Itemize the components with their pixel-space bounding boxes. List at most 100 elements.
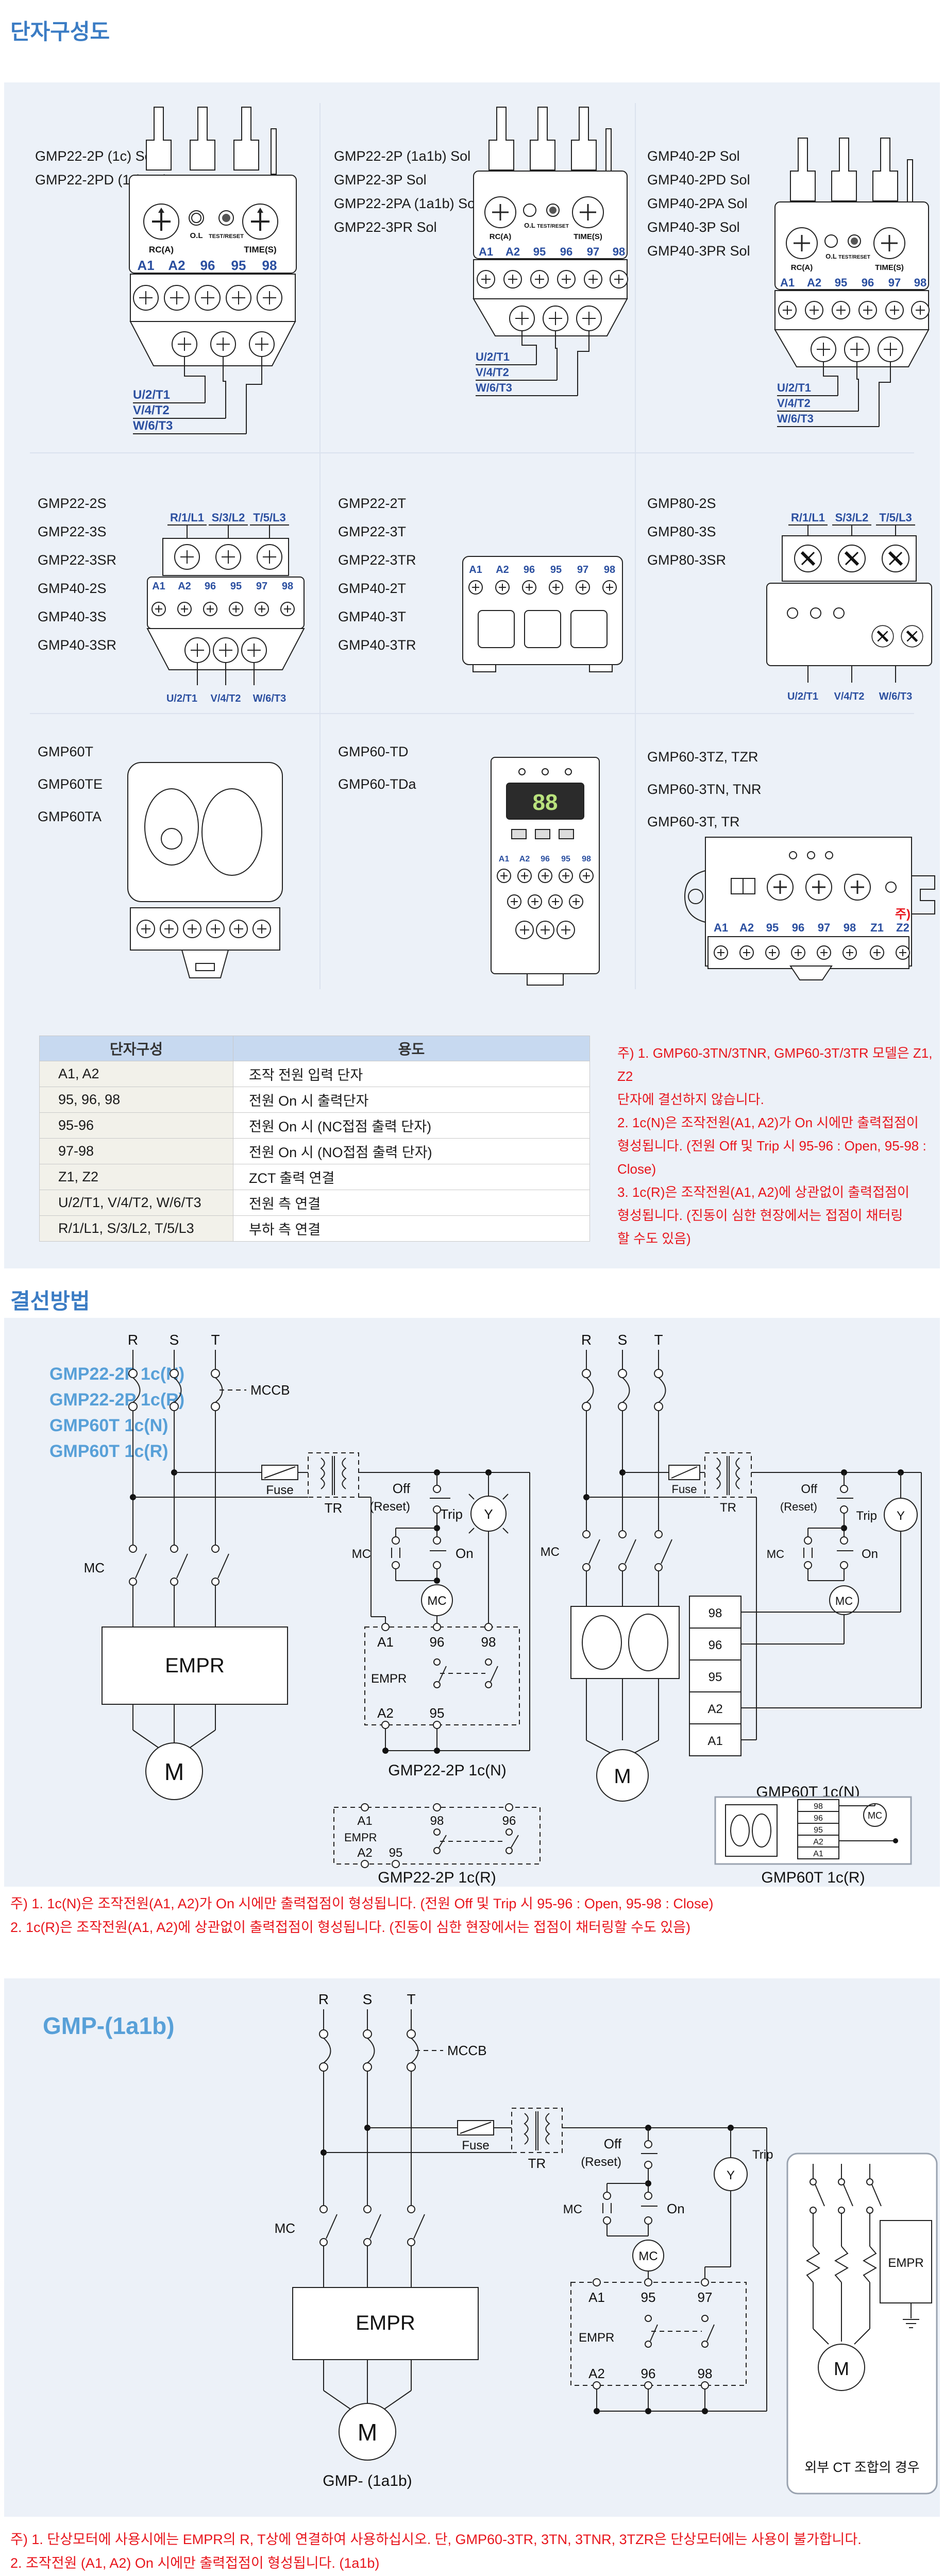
block-terminal-a2: A2 xyxy=(813,1838,823,1846)
blades xyxy=(488,107,612,172)
terminal-label: A2 xyxy=(739,921,754,934)
power-circuit-gmp22: R S T MCCB Fuse TR xyxy=(84,1332,359,1800)
trip-label: Trip xyxy=(856,1509,877,1523)
phase-label-r: R xyxy=(128,1332,138,1348)
line-terminal-leaders xyxy=(788,524,915,536)
box-terminal-98: 98 xyxy=(698,2366,713,2381)
terminal-screws xyxy=(473,259,628,299)
phase-label-t: T xyxy=(211,1332,220,1348)
load-terminal-label: U/2/T1 xyxy=(133,388,170,402)
terminal-note: 주) 1. GMP60-3TN/3TNR, GMP60-3T/3TR 모델은 Z… xyxy=(617,1045,933,1246)
load-terminal-leaders xyxy=(133,357,262,434)
diagram-gmp60t-1cR: 98 96 95 A2 A1 MC xyxy=(714,1796,912,1865)
load-terminal-leaders xyxy=(777,362,891,427)
load-terminal-label: U/2/T1 xyxy=(166,693,197,704)
terminal-label: 96 xyxy=(792,921,804,934)
terminal-label: 95 xyxy=(230,581,242,592)
terminal-cell: U/2/T1, V/4/T2, W/6/T3 xyxy=(39,1190,233,1216)
empr-label: EMPR xyxy=(356,2312,415,2334)
terminal-cell: R/1/L1, S/3/L2, T/5/L3 xyxy=(39,1215,233,1242)
block-terminal-95: 95 xyxy=(709,1670,722,1684)
terminal-label: 96 xyxy=(862,276,874,289)
load-terminal-label: W/6/T3 xyxy=(133,419,173,433)
terminal-cell: A1, A2 xyxy=(39,1061,233,1087)
trip-lamp-label: Y xyxy=(484,1506,493,1522)
terminal-label: 98 xyxy=(844,921,856,934)
box-terminal-a1: A1 xyxy=(357,1814,372,1828)
terminal-label: 97 xyxy=(818,921,830,934)
wiring-note-1c: 주) 1. 1c(N)은 조작전원(A1, A2)가 On 시에만 출력접점이 … xyxy=(10,1896,714,1935)
terminal-label: 98 xyxy=(582,855,591,863)
control-circuit-1a1b: Off (Reset) MC On MC Y Trip xyxy=(562,2125,773,2414)
terminal-label: 95 xyxy=(533,245,546,258)
motor-label: M xyxy=(614,1765,631,1788)
line-terminal-label: R/1/L1 xyxy=(791,511,825,524)
device-drawing-gmp-t: A1 A2 96 95 97 98 xyxy=(462,556,623,672)
mc-label: MC xyxy=(275,2221,295,2236)
terminal-cell: 97-98 xyxy=(39,1138,233,1164)
model-list-gmp60-td: GMP60-TD GMP60-TDa xyxy=(338,744,416,792)
mc-label: MC xyxy=(541,1545,560,1559)
knob-label-time: TIME(S) xyxy=(244,245,276,255)
knob-label-time: TIME(S) xyxy=(574,232,602,241)
caption-external-ct: 외부 CT 조합의 경우 xyxy=(804,2460,919,2475)
usage-cell: 전원 On 시 출력단자 xyxy=(233,1087,590,1113)
wire-windows xyxy=(478,610,608,648)
power-circuit-1a1b: R S T MCCB Fuse TR xyxy=(275,1991,563,2461)
box-empr-label: EMPR xyxy=(579,2331,614,2345)
line-terminal-label: T/5/L3 xyxy=(253,511,286,524)
mccb-label: MCCB xyxy=(447,2043,487,2058)
knob-label-test-reset: TEST/RESET xyxy=(537,224,569,229)
load-terminal-label: W/6/T3 xyxy=(777,412,814,425)
section-title-terminal-diagram: 단자구성도 xyxy=(10,20,110,44)
grid-divider xyxy=(319,103,321,989)
terminal-label: 96 xyxy=(200,258,215,273)
box-terminal-95: 95 xyxy=(641,2290,656,2305)
empr-label: EMPR xyxy=(165,1654,225,1677)
block-terminal-98: 98 xyxy=(709,1606,722,1620)
terminal-label: 96 xyxy=(541,855,550,863)
device-drawing-gmp60t xyxy=(127,762,283,978)
box-terminal-95: 95 xyxy=(389,1846,403,1860)
wiring-model-label: GMP22-2P 1c(N) xyxy=(49,1364,184,1384)
knob-label-ol: O.L xyxy=(825,252,837,260)
table-header-terminal: 단자구성 xyxy=(39,1036,233,1061)
wiring-title-1a1b: GMP-(1a1b) xyxy=(43,2012,175,2039)
box-terminal-a1: A1 xyxy=(377,1634,394,1650)
phase-label-s: S xyxy=(363,1991,373,2007)
empr-label: EMPR xyxy=(888,2256,923,2270)
load-terminal-leaders xyxy=(476,331,589,396)
terminal-label: A1 xyxy=(469,564,482,575)
line-terminal-label: T/5/L3 xyxy=(879,511,912,524)
caption-gmp22-1cR: GMP22-2P 1c(R) xyxy=(378,1869,496,1886)
mccb-label: MCCB xyxy=(250,1382,290,1398)
on-label: On xyxy=(862,1547,878,1561)
off-label: Off xyxy=(604,2136,622,2151)
line-terminal-label: S/3/L2 xyxy=(212,511,245,524)
reset-label: (Reset) xyxy=(780,1500,817,1513)
phase-label-r: R xyxy=(318,1991,329,2007)
knob-label-time: TIME(S) xyxy=(875,263,904,272)
load-terminal-label: U/2/T1 xyxy=(777,381,811,394)
on-label: On xyxy=(667,2201,685,2216)
load-terminal-label: U/2/T1 xyxy=(787,691,818,702)
phase-label-s: S xyxy=(618,1332,628,1348)
device-drawing-gmp-s: R/1/L1 S/3/L2 T/5/L3 A1 A2 96 95 97 98 U… xyxy=(146,511,305,704)
terminal-label: 97 xyxy=(256,581,267,592)
block-terminal-96: 96 xyxy=(709,1638,722,1652)
seven-segment-display xyxy=(506,783,584,820)
terminal-label: A1 xyxy=(714,921,728,934)
line-terminal-leaders xyxy=(167,524,289,538)
tr-label: TR xyxy=(720,1501,736,1515)
terminal-label: A2 xyxy=(505,245,520,258)
block-terminal-a1: A1 xyxy=(813,1850,823,1858)
mc-aux-label: MC xyxy=(767,1548,784,1561)
terminal-label: A1 xyxy=(137,258,154,273)
